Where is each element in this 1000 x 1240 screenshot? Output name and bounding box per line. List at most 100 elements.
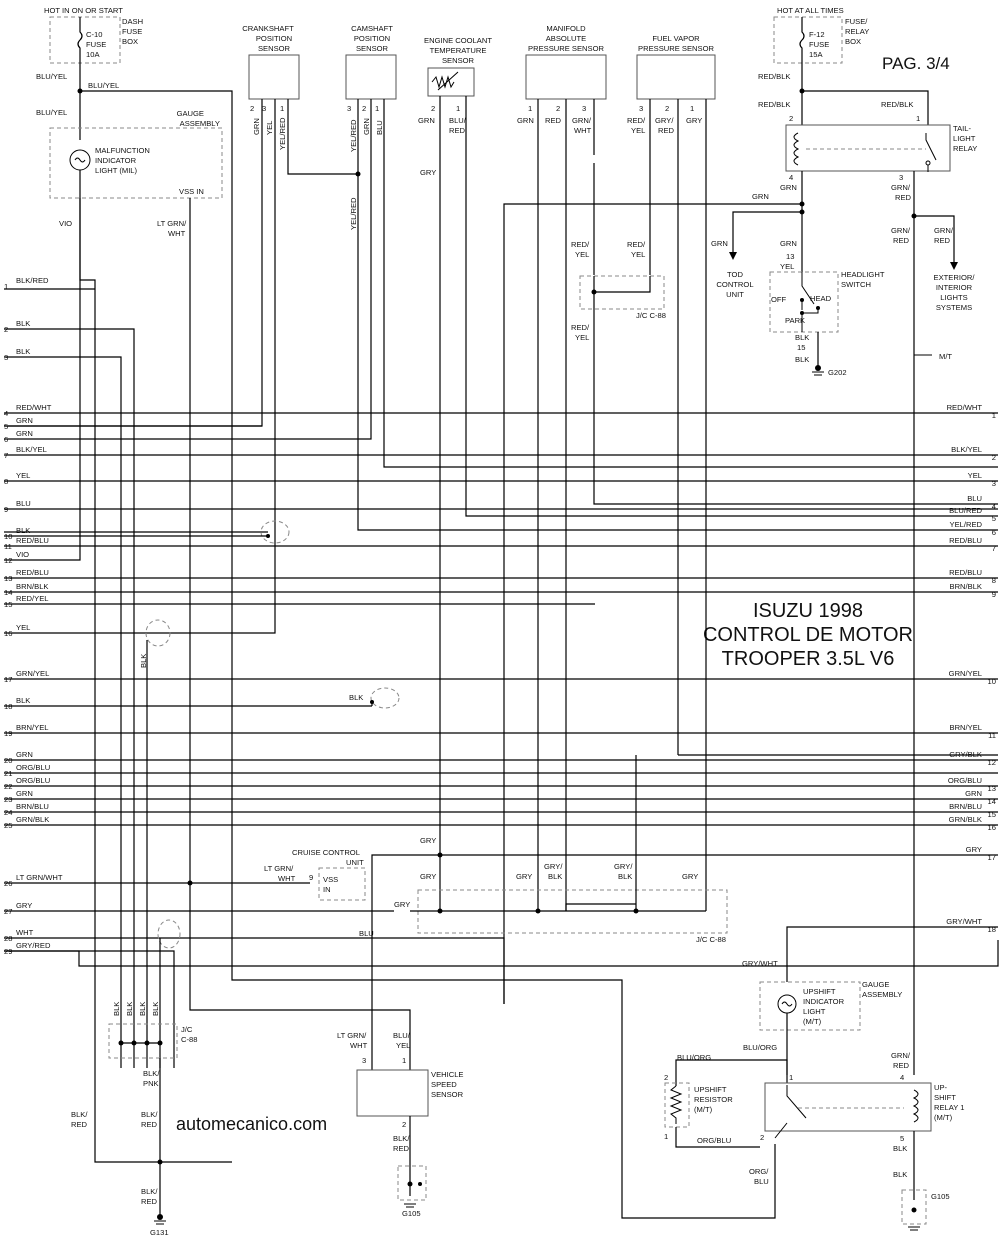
svg-text:3: 3 <box>362 1056 366 1065</box>
svg-text:FUSE: FUSE <box>809 40 829 49</box>
left-pin-color: WHT <box>16 928 34 937</box>
svg-text:GRY: GRY <box>686 116 702 125</box>
svg-text:SENSOR: SENSOR <box>442 56 475 65</box>
svg-text:INTERIOR: INTERIOR <box>936 283 973 292</box>
svg-text:IN: IN <box>323 885 331 894</box>
left-pin-color: RED/BLU <box>16 536 49 545</box>
right-pin-color: RED/BLU <box>949 568 982 577</box>
svg-text:SHIFT: SHIFT <box>934 1093 956 1102</box>
svg-text:HEADLIGHT: HEADLIGHT <box>841 270 885 279</box>
svg-text:GRN: GRN <box>780 183 797 192</box>
left-pin-color: GRN <box>16 416 33 425</box>
svg-text:BLU/: BLU/ <box>449 116 467 125</box>
svg-text:RED: RED <box>393 1144 410 1153</box>
left-pin-color: GRY <box>16 901 32 910</box>
right-pin-number: 7 <box>992 544 996 553</box>
svg-text:G202: G202 <box>828 368 847 377</box>
svg-text:GRN: GRN <box>418 116 435 125</box>
svg-text:GRY: GRY <box>682 872 698 881</box>
svg-text:GRY: GRY <box>394 900 410 909</box>
svg-text:RELAY 1: RELAY 1 <box>934 1103 965 1112</box>
svg-text:BLU/YEL: BLU/YEL <box>36 108 67 117</box>
page-number: PAG. 3/4 <box>882 54 950 73</box>
svg-text:GRY/: GRY/ <box>614 862 633 871</box>
svg-text:CONTROL DE MOTOR: CONTROL DE MOTOR <box>703 624 913 646</box>
left-pin-color: LT GRN/WHT <box>16 873 63 882</box>
svg-text:LIGHTS: LIGHTS <box>940 293 967 302</box>
svg-text:LT GRN/: LT GRN/ <box>337 1031 367 1040</box>
svg-text:BLK: BLK <box>139 654 148 668</box>
taillight-relay <box>785 124 951 172</box>
svg-text:1: 1 <box>375 104 379 113</box>
svg-text:GRN: GRN <box>711 239 728 248</box>
svg-text:1: 1 <box>789 1073 793 1082</box>
left-pin-color: BLK <box>16 319 30 328</box>
svg-text:CRANKSHAFT: CRANKSHAFT <box>242 24 294 33</box>
svg-text:BOX: BOX <box>845 37 861 46</box>
svg-text:BLK/: BLK/ <box>71 1110 88 1119</box>
svg-text:C-88: C-88 <box>181 1035 197 1044</box>
svg-text:ASSEMBLY: ASSEMBLY <box>180 119 220 128</box>
svg-text:BLK: BLK <box>618 872 632 881</box>
left-pin-color: GRN <box>16 750 33 759</box>
svg-text:LIGHT: LIGHT <box>953 134 976 143</box>
left-pin-color: BRN/BLU <box>16 802 49 811</box>
right-pin-color: BRN/BLU <box>949 802 982 811</box>
left-pin-color: GRY/RED <box>16 941 51 950</box>
svg-text:GRN/: GRN/ <box>891 1051 911 1060</box>
right-pin-color: BRN/YEL <box>950 723 983 732</box>
svg-text:INDICATOR: INDICATOR <box>803 997 845 1006</box>
svg-text:GRN/: GRN/ <box>891 183 911 192</box>
headlight-switch <box>769 271 839 333</box>
svg-text:YEL/RED: YEL/RED <box>349 197 358 230</box>
resistor-icon <box>669 1085 683 1124</box>
svg-text:15: 15 <box>797 343 805 352</box>
left-pin-color: BLK/RED <box>16 276 49 285</box>
svg-text:PRESSURE SENSOR: PRESSURE SENSOR <box>528 44 604 53</box>
svg-text:RED/BLK: RED/BLK <box>758 100 791 109</box>
svg-text:1: 1 <box>456 104 460 113</box>
upshift-relay-coil-icon <box>912 1089 919 1123</box>
svg-text:2: 2 <box>402 1120 406 1129</box>
svg-text:YEL: YEL <box>631 126 645 135</box>
svg-text:RED/: RED/ <box>571 323 590 332</box>
svg-text:YEL/RED: YEL/RED <box>278 117 287 150</box>
svg-text:POSITION: POSITION <box>354 34 390 43</box>
svg-text:WHT: WHT <box>574 126 592 135</box>
svg-text:BLK/: BLK/ <box>393 1134 410 1143</box>
svg-text:VSS IN: VSS IN <box>179 187 204 196</box>
svg-text:2: 2 <box>789 114 793 123</box>
svg-text:SENSOR: SENSOR <box>258 44 291 53</box>
right-pin-number: 2 <box>992 453 996 462</box>
svg-text:BLK/: BLK/ <box>141 1187 158 1196</box>
svg-text:G105: G105 <box>402 1209 421 1218</box>
right-pin-color: GRN <box>965 789 982 798</box>
svg-text:1: 1 <box>664 1132 668 1141</box>
svg-text:1: 1 <box>280 104 284 113</box>
svg-text:LIGHT (MIL): LIGHT (MIL) <box>95 166 138 175</box>
left-pin-color: BLK <box>16 696 30 705</box>
svg-text:RED: RED <box>658 126 675 135</box>
left-pin-color: ORG/BLU <box>16 763 50 772</box>
svg-text:1: 1 <box>402 1056 406 1065</box>
svg-text:VIO: VIO <box>59 219 72 228</box>
svg-text:RELAY: RELAY <box>953 144 977 153</box>
svg-text:BLK: BLK <box>151 1002 160 1016</box>
svg-text:BLU: BLU <box>375 120 384 135</box>
svg-text:4: 4 <box>789 173 793 182</box>
left-pin-color: GRN/BLK <box>16 815 49 824</box>
svg-text:RED/BLK: RED/BLK <box>881 100 914 109</box>
svg-text:SPEED: SPEED <box>431 1080 457 1089</box>
left-pin-color: GRN/YEL <box>16 669 49 678</box>
svg-text:15A: 15A <box>809 50 823 59</box>
svg-text:5: 5 <box>900 1134 904 1143</box>
right-pin-color: RED/WHT <box>947 403 983 412</box>
right-pin-number: 10 <box>988 677 996 686</box>
right-pin-color: BLK/YEL <box>951 445 982 454</box>
svg-text:RED/: RED/ <box>627 116 646 125</box>
right-pin-number: 17 <box>988 853 996 862</box>
left-pin-color: RED/YEL <box>16 594 49 603</box>
svg-text:SWITCH: SWITCH <box>841 280 871 289</box>
svg-text:ISUZU 1998: ISUZU 1998 <box>753 600 863 622</box>
